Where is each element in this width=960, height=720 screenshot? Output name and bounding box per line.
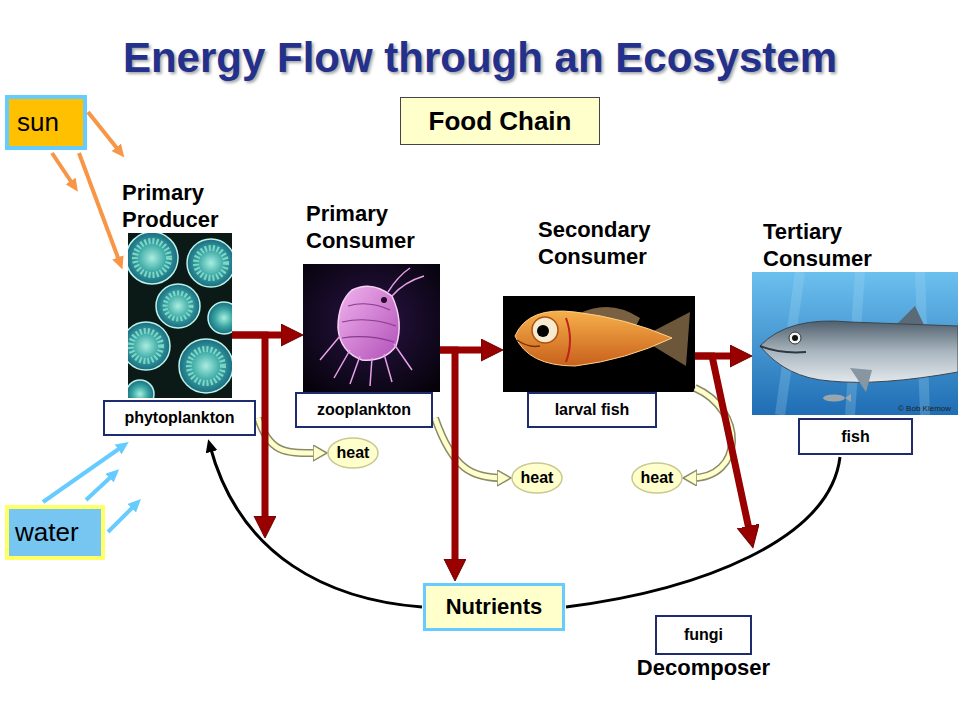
heat-ellipse: heat [511,462,563,494]
heat-text: heat [521,469,554,487]
organism-node: Secondary Consumerlarval fish [503,296,695,392]
level-heading: Secondary Consumer [538,217,688,270]
box-text: fungi [684,626,723,644]
level-heading: Primary Producer [122,180,252,233]
box-text: Food Chain [429,106,572,137]
amphipod-legs [320,268,424,386]
fish-eye [532,317,558,343]
amphipod [320,268,424,386]
organism-label-box: zooplankton [295,392,433,428]
diatom [156,284,200,328]
zooplankton-picture [303,264,440,392]
fish-body [515,311,672,366]
small-fish [823,395,845,402]
picture-ground [303,264,440,392]
organism-label-box: fish [798,418,913,455]
arrow-line [43,446,123,502]
diatom-group [128,233,232,398]
heat-text: heat [641,469,674,487]
box-text: water [15,517,79,548]
diatom [128,322,170,370]
organism-node: Tertiary Consumerfish [752,272,958,415]
water-arrow [108,504,136,532]
diatom [128,380,154,398]
diatom [179,339,232,393]
arrow-line [566,457,840,607]
diatom [187,239,232,287]
amphipod-body [338,286,399,360]
flow-arrow [566,457,840,607]
larval-fish [515,307,690,366]
heat-ellipse-shape [328,438,378,468]
heat-ellipse-shape [632,463,682,493]
box-text: Nutrients [446,594,543,620]
heat-text: heat [337,444,370,462]
picture-ground [752,272,958,415]
barracuda-pupil [792,335,798,341]
flow-arrow [210,446,422,607]
organism-name: zooplankton [317,401,411,419]
gill [566,318,570,362]
box-text: sun [17,107,59,138]
flow-arrow [440,350,455,567]
phytoplankton-picture [122,232,240,408]
organism-node: Primary Consumerzooplankton [303,264,440,392]
barracuda-mouth [760,346,806,352]
diatom-texture [196,248,226,278]
arrow-line [440,350,455,567]
arrow-outline [435,418,503,478]
organism-name: fish [841,428,869,446]
arrow-line [79,153,120,263]
diatom-texture [189,349,223,383]
organism-label-box: larval fish [527,392,657,428]
small-fish-tail [845,394,851,402]
nutrients-box: Nutrients [423,583,565,631]
picture-ground [503,296,695,392]
diatom-texture [131,331,161,361]
arrow-line [695,356,750,534]
organism-name: larval fish [555,401,630,419]
diatom-texture [135,241,169,275]
flow-arrow [695,356,750,534]
diagram-title: Energy Flow through an Ecosystem [0,34,960,82]
barracuda [760,272,958,415]
barracuda-eye [789,332,801,344]
decomposer-box: fungiDecomposer [655,615,752,655]
watermark: © Bob Klemow [898,404,951,413]
flow-arrow [43,446,123,502]
arrow-line [210,446,422,607]
diatom-texture [165,293,191,319]
heat-ellipse-shape [512,463,562,493]
diatom [208,302,232,334]
flow-arrow [435,418,503,478]
sun-box: sun [5,95,87,150]
flow-arrow [79,153,120,263]
organism-label-box: phytoplankton [103,400,256,436]
heat-ellipse: heat [631,462,683,494]
barracuda-picture [752,272,958,415]
heat-ellipse: heat [327,437,379,469]
sun-ray [52,153,74,186]
fish-pupil [537,325,549,337]
heading-box: Food Chain [400,97,600,145]
level-heading: Primary Consumer [306,201,446,254]
diatom [128,233,178,284]
water-arrow [86,474,114,500]
amphipod-eye [381,297,387,303]
water-box: water [5,505,105,560]
level-heading: Tertiary Consumer [763,219,913,272]
organism-node: Primary Producerphytoplankton [128,233,232,398]
organism-name: phytoplankton [124,409,234,427]
role-caption: Decomposer [637,655,770,681]
arrow-line [435,418,503,478]
larval-fish-picture [503,296,695,392]
pectoral-fin [850,368,872,392]
fish-mouth [517,340,540,346]
sun-ray [88,112,120,152]
body-segments [342,304,396,342]
